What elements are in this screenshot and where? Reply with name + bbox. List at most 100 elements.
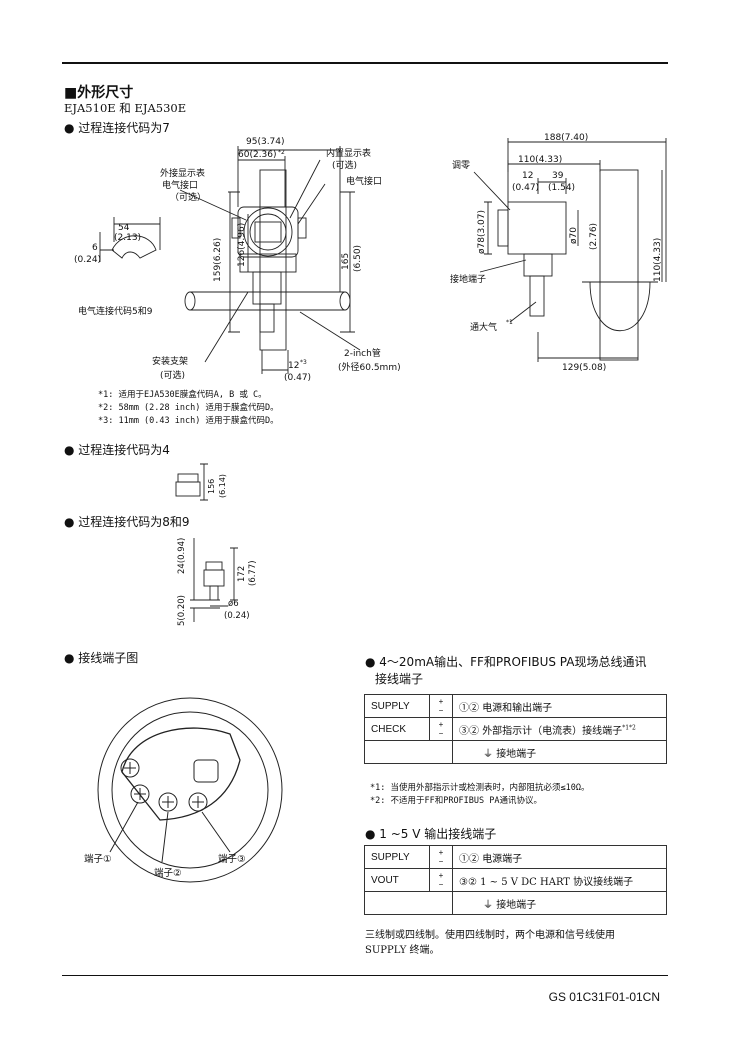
label-optional3: (可选) <box>160 369 185 381</box>
row-name: VOUT <box>364 868 430 892</box>
ground-icon: ⏚ <box>483 748 493 760</box>
dim-188: 188(7.40) <box>544 133 588 143</box>
row-name: CHECK <box>364 717 430 741</box>
row-nums: ①② <box>459 853 479 865</box>
top-rule <box>62 62 668 64</box>
label-elec-code: 电气连接代码5和9 <box>78 305 153 317</box>
table-row: ⏚ 接地端子 <box>364 740 667 764</box>
row-sign: + − <box>429 717 453 741</box>
row-desc: 1 ~ 5 V DC HART 协议接线端子 <box>480 876 634 888</box>
row-nums: ③② <box>459 725 479 737</box>
row-nums: ①② <box>459 702 479 714</box>
dim-6: 6 <box>92 243 98 253</box>
label-elec-port1: 电气接口 <box>162 179 198 191</box>
label-pipe-od: (外径60.5mm) <box>338 361 401 373</box>
terminal-table-1: SUPPLY + − ①② 电源和输出端子 CHECK + − ③② 外部指示计… <box>364 694 667 764</box>
terminal-table-2: SUPPLY + − ①② 电源端子 VOUT + − ③② 1 ~ 5 V D… <box>364 845 667 915</box>
dim-60: 60(2.36) <box>238 150 277 160</box>
dim-39in: (1.54) <box>548 183 575 193</box>
label-vent-star: *1 <box>506 319 513 326</box>
row-sign: + − <box>429 845 453 869</box>
dim-95: 95(3.74) <box>246 137 285 147</box>
row-desc: 外部指示计（电流表）接线端子 <box>482 725 623 737</box>
dim-54in: (2.13) <box>114 233 141 243</box>
row-name: SUPPLY <box>364 845 430 869</box>
dim-star3: *3 <box>300 359 307 366</box>
table1-notes: *1: 当使用外部指示计或检测表时，内部阻抗必须≤10Ω。 *2: 不适用于FF… <box>370 782 589 808</box>
label-optional2: (可选) <box>332 159 357 171</box>
right-dimension-drawing: 188(7.40) 110(4.33) 12 (0.47) 39 (1.54) … <box>450 133 667 373</box>
dim-110v: 110(4.33) <box>653 238 663 282</box>
dim-172: 172 <box>237 566 247 582</box>
table-row: CHECK + − ③② 外部指示计（电流表）接线端子*1*2 <box>364 717 667 741</box>
section-title: ■外形尺寸 <box>64 85 134 101</box>
dim-129: 129(5.08) <box>562 363 606 373</box>
terminal-diagram: 端子① 端子② 端子③ <box>84 697 283 883</box>
heading-code7: ● 过程连接代码为7 <box>64 121 170 135</box>
heading-table1-line2: 接线端子 <box>375 672 424 686</box>
row-name: SUPPLY <box>364 694 430 718</box>
row-desc: 电源端子 <box>482 853 523 865</box>
dim-165: 165 <box>341 253 351 270</box>
dim-star2: *2 <box>278 149 285 156</box>
code4-drawing: 156 (6.14) <box>175 463 227 501</box>
table2-note: 三线制或四线制。使用四线制时，两个电源和信号线使用 SUPPLY 终端。 <box>365 928 615 958</box>
label-elec-port2: 电气接口 <box>346 175 382 187</box>
model-line: EJA510E 和 EJA530E <box>64 101 187 115</box>
dim-156in: (6.14) <box>218 474 227 498</box>
t2-note-line2: SUPPLY 终端。 <box>365 945 440 956</box>
heading-table2: ● 1 ~5 V 输出接线端子 <box>365 827 497 841</box>
label-pipe: 2-inch管 <box>344 347 381 359</box>
bottom-rule <box>62 975 668 976</box>
code7-notes: *1: 适用于EJA530E膜盒代码A, B 或 C。 *2: 58mm (2.… <box>98 389 279 428</box>
row-sign: + − <box>429 694 453 718</box>
dim-r12: 12 <box>522 171 533 181</box>
t2-note-line1: 三线制或四线制。使用四线制时，两个电源和信号线使用 <box>365 930 615 941</box>
t1-note-1: *1: 当使用外部指示计或检测表时，内部阻抗必须≤10Ω。 <box>370 783 590 793</box>
note-3: *3: 11mm (0.43 inch) 适用于膜盒代码D。 <box>98 416 279 426</box>
dim-d6: ø6 <box>228 599 239 609</box>
dim-r12in: (0.47) <box>512 183 539 193</box>
label-bracket: 安装支架 <box>152 355 188 367</box>
dim-54: 54 <box>118 223 130 233</box>
heading-table1-line1: ● 4～20mA输出、FF和PROFIBUS PA现场总线通讯 <box>365 655 647 669</box>
dim-156: 156 <box>207 479 216 494</box>
label-ext-display: 外接显示表 <box>160 167 205 179</box>
table-row: SUPPLY + − ①② 电源端子 <box>364 845 667 869</box>
dim-126: 126(4.96) <box>237 223 247 267</box>
terminal-1-label: 端子① <box>84 853 112 865</box>
note-2: *2: 58mm (2.28 inch) 适用于膜盒代码D。 <box>98 403 279 413</box>
dim-159: 159(6.26) <box>213 238 223 282</box>
left-dimension-drawing: 95(3.74) 60(2.36) *2 54 (2.13) 6 (0.24) … <box>74 137 401 383</box>
label-ground-r: 接地端子 <box>450 273 486 285</box>
dim-12in: (0.47) <box>284 373 311 383</box>
dim-24: 24(0.94) <box>177 538 187 574</box>
dim-110: 110(4.33) <box>518 155 562 165</box>
dim-39: 39 <box>552 171 564 181</box>
dim-165in: (6.50) <box>353 245 363 272</box>
row-desc: 电源和输出端子 <box>482 702 553 714</box>
heading-wiring: ● 接线端子图 <box>64 651 139 665</box>
ground-icon: ⏚ <box>483 899 493 911</box>
terminal-3-label: 端子③ <box>218 853 246 865</box>
label-optional1: （可选） <box>170 191 206 203</box>
label-zero: 调零 <box>452 160 470 171</box>
dim-70in: (2.76) <box>589 223 599 250</box>
heading-code4: ● 过程连接代码为4 <box>64 443 170 457</box>
label-vent: 通大气 <box>470 321 497 333</box>
row-desc: 接地端子 <box>496 899 537 911</box>
doc-number: GS 01C31F01-01CN <box>548 990 660 1004</box>
table-row: VOUT + − ③② 1 ~ 5 V DC HART 协议接线端子 <box>364 868 667 892</box>
dim-5: 5(0.20) <box>177 595 187 626</box>
table-row: ⏚ 接地端子 <box>364 891 667 915</box>
code89-drawing: 24(0.94) 172 (6.77) 5(0.20) ø6 (0.24) <box>177 538 258 626</box>
dim-172in: (6.77) <box>248 560 258 586</box>
row-desc: 接地端子 <box>496 748 537 760</box>
label-int-display: 内置显示表 <box>326 147 371 159</box>
dim-12: 12 <box>288 361 299 371</box>
t1-note-2: *2: 不适用于FF和PROFIBUS PA通讯协议。 <box>370 796 542 806</box>
note-1: *1: 适用于EJA530E膜盒代码A, B 或 C。 <box>98 390 267 400</box>
row-nums: ③② <box>459 876 477 888</box>
dim-d6in: (0.24) <box>224 611 250 621</box>
heading-code89: ● 过程连接代码为8和9 <box>64 515 190 529</box>
